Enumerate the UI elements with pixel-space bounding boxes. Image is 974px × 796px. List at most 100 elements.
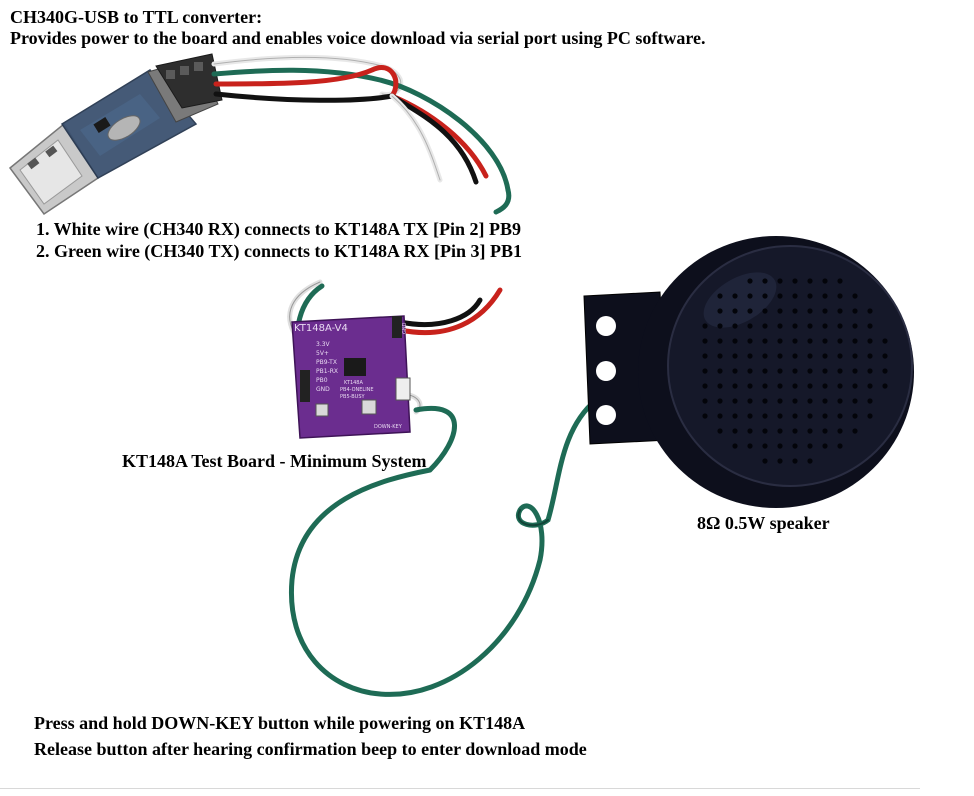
grille-hole: [807, 278, 813, 284]
grille-hole: [822, 293, 828, 299]
grille-hole: [867, 308, 873, 314]
board-label-3v3: 3.3V: [316, 341, 331, 348]
grille-hole: [822, 353, 828, 359]
grille-hole: [807, 398, 813, 404]
grille-hole: [732, 353, 738, 359]
grille-hole: [792, 293, 798, 299]
grille-hole: [777, 458, 783, 464]
speaker-grille: [702, 278, 888, 464]
grille-hole: [852, 383, 858, 389]
grille-hole: [807, 458, 813, 464]
grille-hole: [747, 323, 753, 329]
grille-hole: [822, 383, 828, 389]
grille-hole: [837, 338, 843, 344]
grille-hole: [762, 368, 768, 374]
grille-hole: [867, 353, 873, 359]
grille-hole: [837, 293, 843, 299]
grille-hole: [792, 368, 798, 374]
grille-hole: [867, 338, 873, 344]
grille-hole: [867, 323, 873, 329]
grille-hole: [822, 368, 828, 374]
grille-hole: [762, 338, 768, 344]
grille-hole: [807, 323, 813, 329]
grille-hole: [837, 323, 843, 329]
grille-hole: [717, 398, 723, 404]
grille-hole: [762, 458, 768, 464]
board-caption: KT148A Test Board - Minimum System: [122, 451, 427, 471]
grille-hole: [732, 338, 738, 344]
grille-hole: [732, 293, 738, 299]
grille-hole: [762, 308, 768, 314]
converter-description: Provides power to the board and enables …: [10, 28, 706, 48]
grille-hole: [837, 308, 843, 314]
grille-hole: [867, 398, 873, 404]
grille-hole: [717, 323, 723, 329]
grille-hole: [792, 323, 798, 329]
grille-hole: [837, 383, 843, 389]
board-label-pb0: PB0: [316, 377, 328, 384]
grille-hole: [762, 323, 768, 329]
grille-hole: [732, 368, 738, 374]
grille-hole: [792, 383, 798, 389]
grille-hole: [702, 353, 708, 359]
grille-hole: [747, 368, 753, 374]
grille-hole: [807, 308, 813, 314]
grille-hole: [807, 428, 813, 434]
grille-hole: [717, 353, 723, 359]
grille-hole: [792, 338, 798, 344]
grille-hole: [732, 323, 738, 329]
grille-hole: [762, 398, 768, 404]
grille-hole: [792, 443, 798, 449]
grille-hole: [867, 383, 873, 389]
grille-hole: [807, 413, 813, 419]
grille-hole: [762, 443, 768, 449]
board-label-pb1: PB1-RX: [316, 368, 338, 375]
grille-hole: [792, 353, 798, 359]
grille-hole: [702, 338, 708, 344]
white-wire-instruction: 1. White wire (CH340 RX) connects to KT1…: [36, 219, 521, 239]
grille-hole: [732, 413, 738, 419]
grille-hole: [852, 398, 858, 404]
grille-hole: [717, 368, 723, 374]
grille-hole: [777, 323, 783, 329]
grille-hole: [807, 383, 813, 389]
grille-hole: [747, 413, 753, 419]
grille-hole: [867, 368, 873, 374]
grille-hole: [747, 443, 753, 449]
grille-hole: [702, 413, 708, 419]
grille-hole: [747, 383, 753, 389]
grille-hole: [837, 368, 843, 374]
kt148a-board: KT148A-V4 3.3V 5V+ PB9-TX PB1-RX PB0 GND…: [291, 315, 411, 439]
board-label-gnd-right: GND: [402, 322, 408, 334]
grille-hole: [717, 428, 723, 434]
grille-hole: [822, 308, 828, 314]
board-label-pb9: PB9-TX: [316, 359, 337, 366]
green-wire-instruction: 2. Green wire (CH340 TX) connects to KT1…: [36, 241, 522, 261]
grille-hole: [762, 428, 768, 434]
grille-hole: [777, 428, 783, 434]
grille-hole: [732, 443, 738, 449]
grille-hole: [762, 413, 768, 419]
board-label-busy: PB5-BUSY: [340, 394, 366, 400]
grille-hole: [882, 338, 888, 344]
grille-hole: [792, 308, 798, 314]
grille-hole: [837, 413, 843, 419]
grille-hole: [837, 428, 843, 434]
grille-hole: [852, 353, 858, 359]
grille-hole: [702, 323, 708, 329]
grille-hole: [852, 428, 858, 434]
grille-hole: [732, 308, 738, 314]
grille-hole: [747, 293, 753, 299]
grille-hole: [702, 398, 708, 404]
grille-hole: [882, 383, 888, 389]
board-label-gnd: GND: [316, 386, 330, 393]
bottom-divider: [0, 788, 920, 789]
converter-title: CH340G-USB to TTL converter:: [10, 7, 263, 27]
grille-hole: [717, 308, 723, 314]
grille-hole: [702, 368, 708, 374]
grille-hole: [852, 323, 858, 329]
grille-hole: [837, 353, 843, 359]
grille-hole: [822, 428, 828, 434]
grille-hole: [837, 278, 843, 284]
